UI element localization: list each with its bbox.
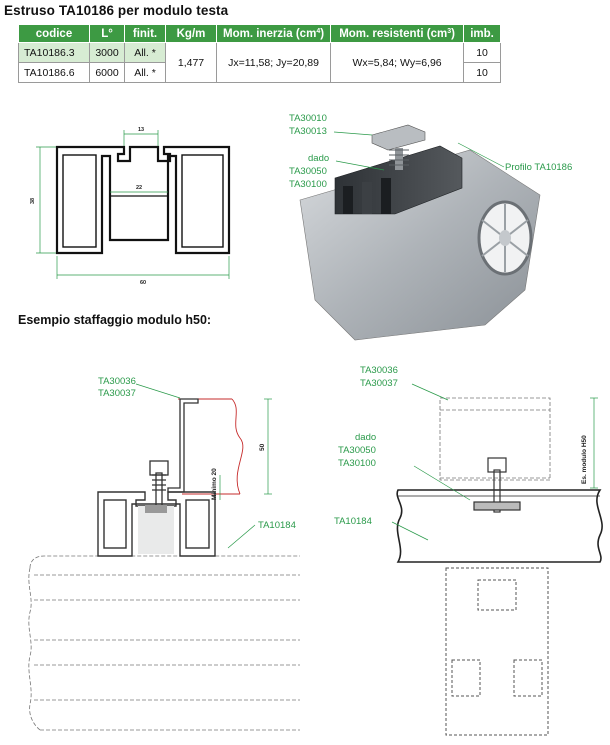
right-bolt bbox=[473, 457, 521, 513]
right-beam bbox=[396, 489, 603, 563]
cell-kgm: 1,477 bbox=[165, 42, 217, 83]
label-ta30037: TA30037 bbox=[98, 388, 136, 399]
cell-resistenti: Wx=5,84; Wy=6,96 bbox=[330, 42, 465, 83]
right-module-panel bbox=[439, 397, 551, 481]
label-ta30036: TA30036 bbox=[360, 365, 398, 376]
right-rail bbox=[445, 567, 549, 736]
document-title: Estruso TA10186 per modulo testa bbox=[4, 3, 229, 18]
left-dimension-lines bbox=[135, 383, 272, 549]
label-ta10184: TA10184 bbox=[334, 516, 372, 527]
module-cross-section bbox=[28, 555, 300, 731]
spec-table: codice L° finit. Kg/m Mom. inerzia (cm4)… bbox=[18, 24, 502, 83]
dim-height-label: 38 bbox=[30, 198, 36, 204]
col-imb: imb. bbox=[463, 24, 502, 43]
dim-slot-label: 13 bbox=[138, 127, 144, 133]
col-inerzia: Mom. inerzia (cm4) bbox=[215, 24, 332, 43]
dim-width-label: 60 bbox=[140, 280, 146, 286]
rail-profile bbox=[334, 145, 463, 215]
dim-modulo-label: Es. modulo H50 bbox=[581, 435, 588, 484]
cell-imb: 10 bbox=[463, 62, 502, 83]
label-ta30013: TA30013 bbox=[289, 126, 327, 137]
label-ta30037: TA30037 bbox=[360, 378, 398, 389]
label-ta30100: TA30100 bbox=[289, 179, 327, 190]
dim-50-label: 50 bbox=[259, 443, 266, 451]
cell-codice: TA10186.6 bbox=[18, 62, 90, 83]
profile-dimension-lines bbox=[36, 130, 230, 279]
cell-codice: TA10186.3 bbox=[18, 42, 90, 63]
label-profilo: Profilo TA10186 bbox=[505, 162, 572, 173]
cell-length: 3000 bbox=[89, 42, 125, 63]
profile-outline bbox=[55, 145, 231, 255]
label-ta30036: TA30036 bbox=[98, 376, 136, 387]
dim-inner-label: 22 bbox=[136, 185, 142, 191]
col-codice: codice bbox=[18, 24, 90, 43]
cell-inerzia: Jx=11,58; Jy=20,89 bbox=[215, 42, 332, 83]
label-ta30050: TA30050 bbox=[338, 445, 376, 456]
table-row: TA10186.6 6000 All. * 10 bbox=[18, 62, 502, 83]
dim-20-label: Minimo 20 bbox=[211, 468, 218, 500]
left-nut bbox=[145, 505, 167, 513]
section-title: Esempio staffaggio modulo h50: bbox=[18, 313, 212, 327]
label-ta30050: TA30050 bbox=[289, 166, 327, 177]
table-header-row: codice L° finit. Kg/m Mom. inerzia (cm4)… bbox=[18, 24, 502, 43]
label-dado: dado bbox=[355, 432, 376, 443]
table-row: TA10186.3 3000 All. * 1,477 Jx=11,58; Jy… bbox=[18, 42, 502, 83]
cell-length: 6000 bbox=[89, 62, 125, 83]
cell-finit: All. * bbox=[124, 62, 166, 83]
label-ta30010: TA30010 bbox=[289, 113, 327, 124]
clamp-and-bolt bbox=[371, 124, 426, 170]
iso-leader-lines bbox=[333, 131, 505, 171]
left-rail bbox=[97, 491, 216, 557]
col-resistenti: Mom. resistenti (cm3) bbox=[330, 24, 465, 43]
col-finit: finit. bbox=[124, 24, 166, 43]
right-dimension-lines bbox=[391, 383, 598, 541]
label-dado: dado bbox=[308, 153, 329, 164]
label-ta30100: TA30100 bbox=[338, 458, 376, 469]
label-ta10184: TA10184 bbox=[258, 520, 296, 531]
